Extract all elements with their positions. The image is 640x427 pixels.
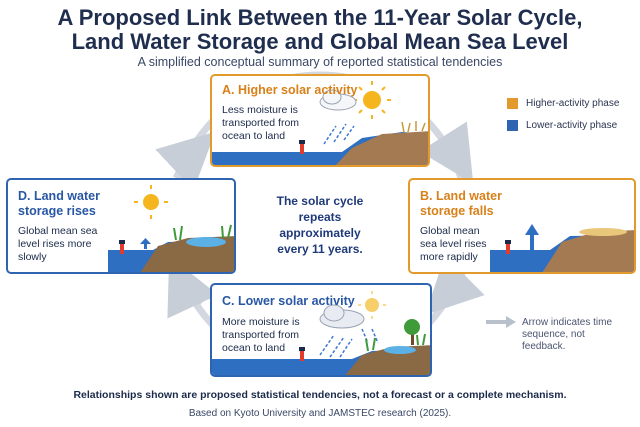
green-grass: [365, 333, 426, 352]
legend-lower-label: Lower-activity phase: [526, 120, 618, 131]
card-d-land-water-storage-rises: D. Land water storage rises Global mean …: [6, 178, 236, 274]
subtitle: A simplified conceptual summary of repor…: [137, 55, 503, 69]
source-note: Based on Kyoto University and JAMSTEC re…: [188, 408, 452, 419]
legend-lower-swatch: [507, 120, 518, 131]
tide-gauge-icon: [299, 140, 305, 154]
card-a-body: Less moisture is transported from ocean …: [222, 104, 300, 142]
lake: [384, 346, 416, 354]
cloud-icon: [319, 304, 365, 329]
tide-gauge-icon: [119, 240, 125, 254]
card-c-illustration: [212, 291, 430, 375]
card-a-illustration: [212, 81, 428, 165]
card-c-title: C. Lower solar activity: [222, 294, 355, 308]
card-b-illustration: [490, 224, 634, 272]
dry-land: [542, 230, 634, 272]
sun-icon: [134, 185, 168, 219]
arrow-note: Arrow indicates time sequence, not feedb…: [522, 317, 613, 352]
cycle-arrow-d-to-a: [155, 131, 216, 191]
card-b-title: B. Land water storage falls: [420, 189, 502, 218]
tide-gauge-icon: [505, 240, 511, 254]
tree-icon: [404, 319, 420, 345]
cloud-icon: [319, 89, 357, 111]
title-line-2: Land Water Storage and Global Mean Sea L…: [71, 29, 569, 54]
legend-higher: Higher-activity phase: [507, 98, 619, 109]
card-a-title: A. Higher solar activity: [222, 83, 358, 97]
card-c-body: More moisture is transported from ocean …: [222, 316, 300, 354]
sun-icon: [358, 291, 386, 319]
dry-grass: [401, 121, 426, 133]
center-text: The solar cycle repeats approximately ev…: [276, 194, 364, 256]
slow-rise-arrow-icon: [140, 238, 151, 249]
card-d-illustration: [108, 185, 234, 272]
legend-lower: Lower-activity phase: [507, 120, 617, 131]
card-b-body: Global mean sea level rises more rapidly: [420, 225, 487, 263]
cycle-arrow-a-to-b: [419, 121, 474, 184]
card-d-title: D. Land water storage rises: [18, 189, 100, 218]
footer-note: Relationships shown are proposed statist…: [73, 389, 567, 401]
card-a-higher-solar-activity: A. Higher solar activity Less moisture i…: [210, 74, 430, 167]
title-line-1: A Proposed Link Between the 11-Year Sola…: [57, 5, 583, 30]
moisture-arrows: [319, 328, 379, 358]
legend-higher-label: Higher-activity phase: [526, 98, 620, 109]
card-d-body: Global mean sea level rises more slowly: [18, 225, 98, 263]
green-grass: [173, 224, 232, 241]
tide-gauge-icon: [299, 347, 305, 361]
card-b-land-water-storage-falls: B. Land water storage falls Global mean …: [408, 178, 636, 274]
dried-lake: [579, 228, 627, 236]
cycle-arrow-c-to-d: [167, 255, 219, 319]
sequence-arrow-icon: [486, 316, 516, 328]
dry-land: [335, 131, 428, 165]
legend-higher-swatch: [507, 98, 518, 109]
rapid-rise-arrow-icon: [525, 224, 539, 250]
moisture-arrows: [323, 123, 355, 145]
card-c-lower-solar-activity: C. Lower solar activity More moisture is…: [210, 283, 432, 377]
lake: [186, 237, 226, 247]
